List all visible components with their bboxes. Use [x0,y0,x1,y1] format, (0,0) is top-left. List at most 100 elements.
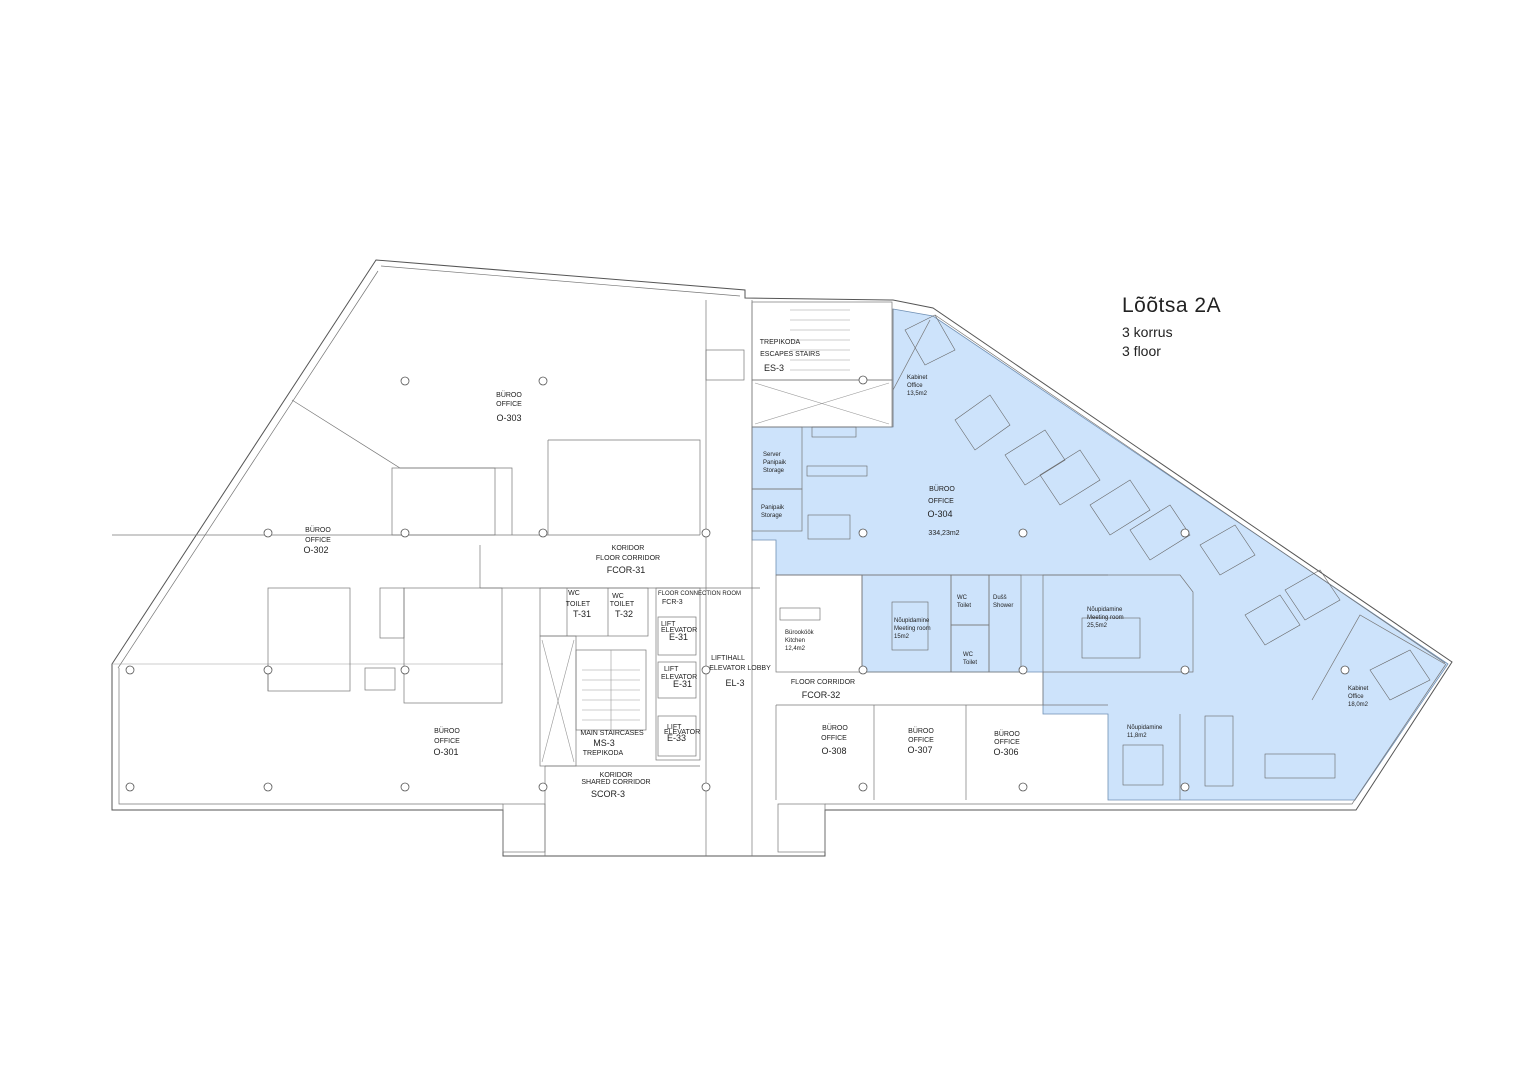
label-kabinet-1[interactable]: Kabinet Office 13,5m2 [907,375,928,397]
label-t32[interactable]: WC TOILET T-32 [610,593,635,619]
label-meeting-11[interactable]: Nõupidamine 11,8m2 [1127,725,1163,739]
svg-text:ELEVATOR: ELEVATOR [661,674,697,681]
svg-text:FCOR-32: FCOR-32 [802,690,841,700]
svg-text:Kitchen: Kitchen [785,638,805,644]
svg-text:O-302: O-302 [303,545,328,555]
label-t31[interactable]: WC TOILET T-31 [566,590,591,619]
svg-text:O-301: O-301 [433,747,458,757]
svg-text:ESCAPES STAIRS: ESCAPES STAIRS [760,351,820,358]
svg-text:BÜROO: BÜROO [908,727,934,735]
svg-text:TOILET: TOILET [566,601,591,608]
svg-text:OFFICE: OFFICE [305,537,331,544]
label-e33[interactable]: LIFT ELEVATOR E-33 [664,724,700,743]
svg-text:25,5m2: 25,5m2 [1087,623,1108,629]
label-wc-1[interactable]: WC Toilet [957,595,971,609]
svg-text:OFFICE: OFFICE [496,401,522,408]
svg-text:Office: Office [1348,694,1364,700]
svg-text:O-308: O-308 [821,746,846,756]
svg-text:Toilet: Toilet [957,603,971,609]
label-o307[interactable]: BÜROO OFFICE O-307 [907,727,934,755]
svg-text:T-32: T-32 [615,609,633,619]
label-o303[interactable]: BÜROO OFFICE O-303 [496,391,522,423]
svg-text:11,8m2: 11,8m2 [1127,733,1147,739]
label-o306[interactable]: BÜROO OFFICE O-306 [993,730,1020,757]
svg-text:Storage: Storage [763,468,785,474]
svg-text:FCOR-31: FCOR-31 [607,565,646,575]
svg-text:FLOOR CORRIDOR: FLOOR CORRIDOR [596,555,660,562]
svg-text:Meeting room: Meeting room [1087,615,1124,621]
label-o304[interactable]: BÜROO OFFICE O-304 334,23m2 [927,485,959,537]
svg-text:Office: Office [907,383,923,389]
floor-label-en: 3 floor [1122,343,1161,359]
svg-text:BÜROO: BÜROO [496,391,522,399]
label-kabinet-2[interactable]: Kabinet Office 18,0m2 [1348,686,1369,708]
svg-text:Nõupidamine: Nõupidamine [894,618,930,624]
core-walls [502,300,893,856]
label-scor3[interactable]: KORIDOR SHARED CORRIDOR SCOR-3 [581,772,650,799]
label-o308[interactable]: BÜROO OFFICE O-308 [821,724,848,756]
label-fcor31[interactable]: KORIDOR FLOOR CORRIDOR FCOR-31 [596,545,660,575]
label-meeting-15[interactable]: Nõupidamine Meeting room 15m2 [894,618,931,640]
svg-text:BÜROO: BÜROO [822,724,848,732]
svg-text:LIFT: LIFT [667,724,682,731]
label-shower[interactable]: Dušš Shower [993,595,1013,609]
svg-text:BÜROO: BÜROO [994,730,1020,738]
label-el3[interactable]: LIFTIHALL ELEVATOR LOBBY EL-3 [709,655,771,688]
svg-text:18,0m2: 18,0m2 [1348,702,1369,708]
label-kitchen[interactable]: Bürooköök Kitchen 12,4m2 [785,630,815,652]
svg-text:LIFT: LIFT [664,666,679,673]
label-fcor32[interactable]: FLOOR CORRIDOR FCOR-32 [791,679,855,700]
svg-text:Dušš: Dušš [993,595,1007,601]
svg-text:Panipaik: Panipaik [763,460,787,466]
svg-text:TREPIKODA: TREPIKODA [760,339,801,346]
svg-text:LIFTIHALL: LIFTIHALL [711,655,745,662]
title-block: Lõõtsa 2A 3 korrus 3 floor [1122,294,1221,361]
svg-text:Server: Server [763,452,781,458]
svg-text:Kabinet: Kabinet [1348,686,1369,692]
svg-text:Shower: Shower [993,603,1013,609]
svg-text:EL-3: EL-3 [725,678,744,688]
label-o301[interactable]: BÜROO OFFICE O-301 [433,727,460,757]
svg-text:T-31: T-31 [573,609,591,619]
label-storage[interactable]: Panipaik Storage [761,505,785,519]
svg-text:O-304: O-304 [927,509,952,519]
svg-text:Nõupidamine: Nõupidamine [1087,607,1123,613]
svg-text:Kabinet: Kabinet [907,375,928,381]
highlighted-area-o304[interactable] [751,308,1449,801]
label-ms3[interactable]: MAIN STAIRCASES MS-3 TREPIKODA [580,730,644,757]
svg-text:334,23m2: 334,23m2 [928,530,959,537]
svg-text:TOILET: TOILET [610,601,635,608]
svg-text:SHARED CORRIDOR: SHARED CORRIDOR [581,779,650,786]
svg-text:O-303: O-303 [496,413,521,423]
svg-text:15m2: 15m2 [894,634,910,640]
svg-text:KORIDOR: KORIDOR [612,545,645,552]
svg-text:BÜROO: BÜROO [305,526,331,534]
west-wing-walls [112,399,760,704]
svg-text:OFFICE: OFFICE [928,498,954,505]
label-e31a[interactable]: LIFT ELEVATOR E-31 [661,621,697,642]
svg-text:ELEVATOR: ELEVATOR [664,729,700,736]
svg-text:Meeting room: Meeting room [894,626,931,632]
label-fcr3[interactable]: FLOOR CONNECTION ROOM FCR-3 [658,591,741,606]
svg-text:SCOR-3: SCOR-3 [591,789,625,799]
svg-text:BÜROO: BÜROO [929,485,955,493]
svg-text:FLOOR CONNECTION ROOM: FLOOR CONNECTION ROOM [658,591,741,597]
structural-columns [125,375,1350,792]
label-e31b[interactable]: LIFT ELEVATOR E-31 [661,666,697,689]
svg-text:ELEVATOR: ELEVATOR [661,627,697,634]
svg-text:ES-3: ES-3 [764,363,784,373]
svg-text:FLOOR CORRIDOR: FLOOR CORRIDOR [791,679,855,686]
label-server[interactable]: Server Panipaik Storage [763,452,787,474]
svg-text:Panipaik: Panipaik [761,505,785,511]
label-o302[interactable]: BÜROO OFFICE O-302 [303,526,331,555]
svg-text:Storage: Storage [761,513,783,519]
label-wc-2[interactable]: WC Toilet [963,652,977,666]
svg-text:O-307: O-307 [907,745,932,755]
label-es3[interactable]: TREPIKODA ESCAPES STAIRS ES-3 [760,339,820,373]
svg-text:E-31: E-31 [673,679,692,689]
svg-text:OFFICE: OFFICE [908,737,934,744]
svg-text:WC: WC [568,590,580,597]
svg-text:ELEVATOR LOBBY: ELEVATOR LOBBY [709,665,771,672]
label-meeting-25[interactable]: Nõupidamine Meeting room 25,5m2 [1087,607,1124,629]
